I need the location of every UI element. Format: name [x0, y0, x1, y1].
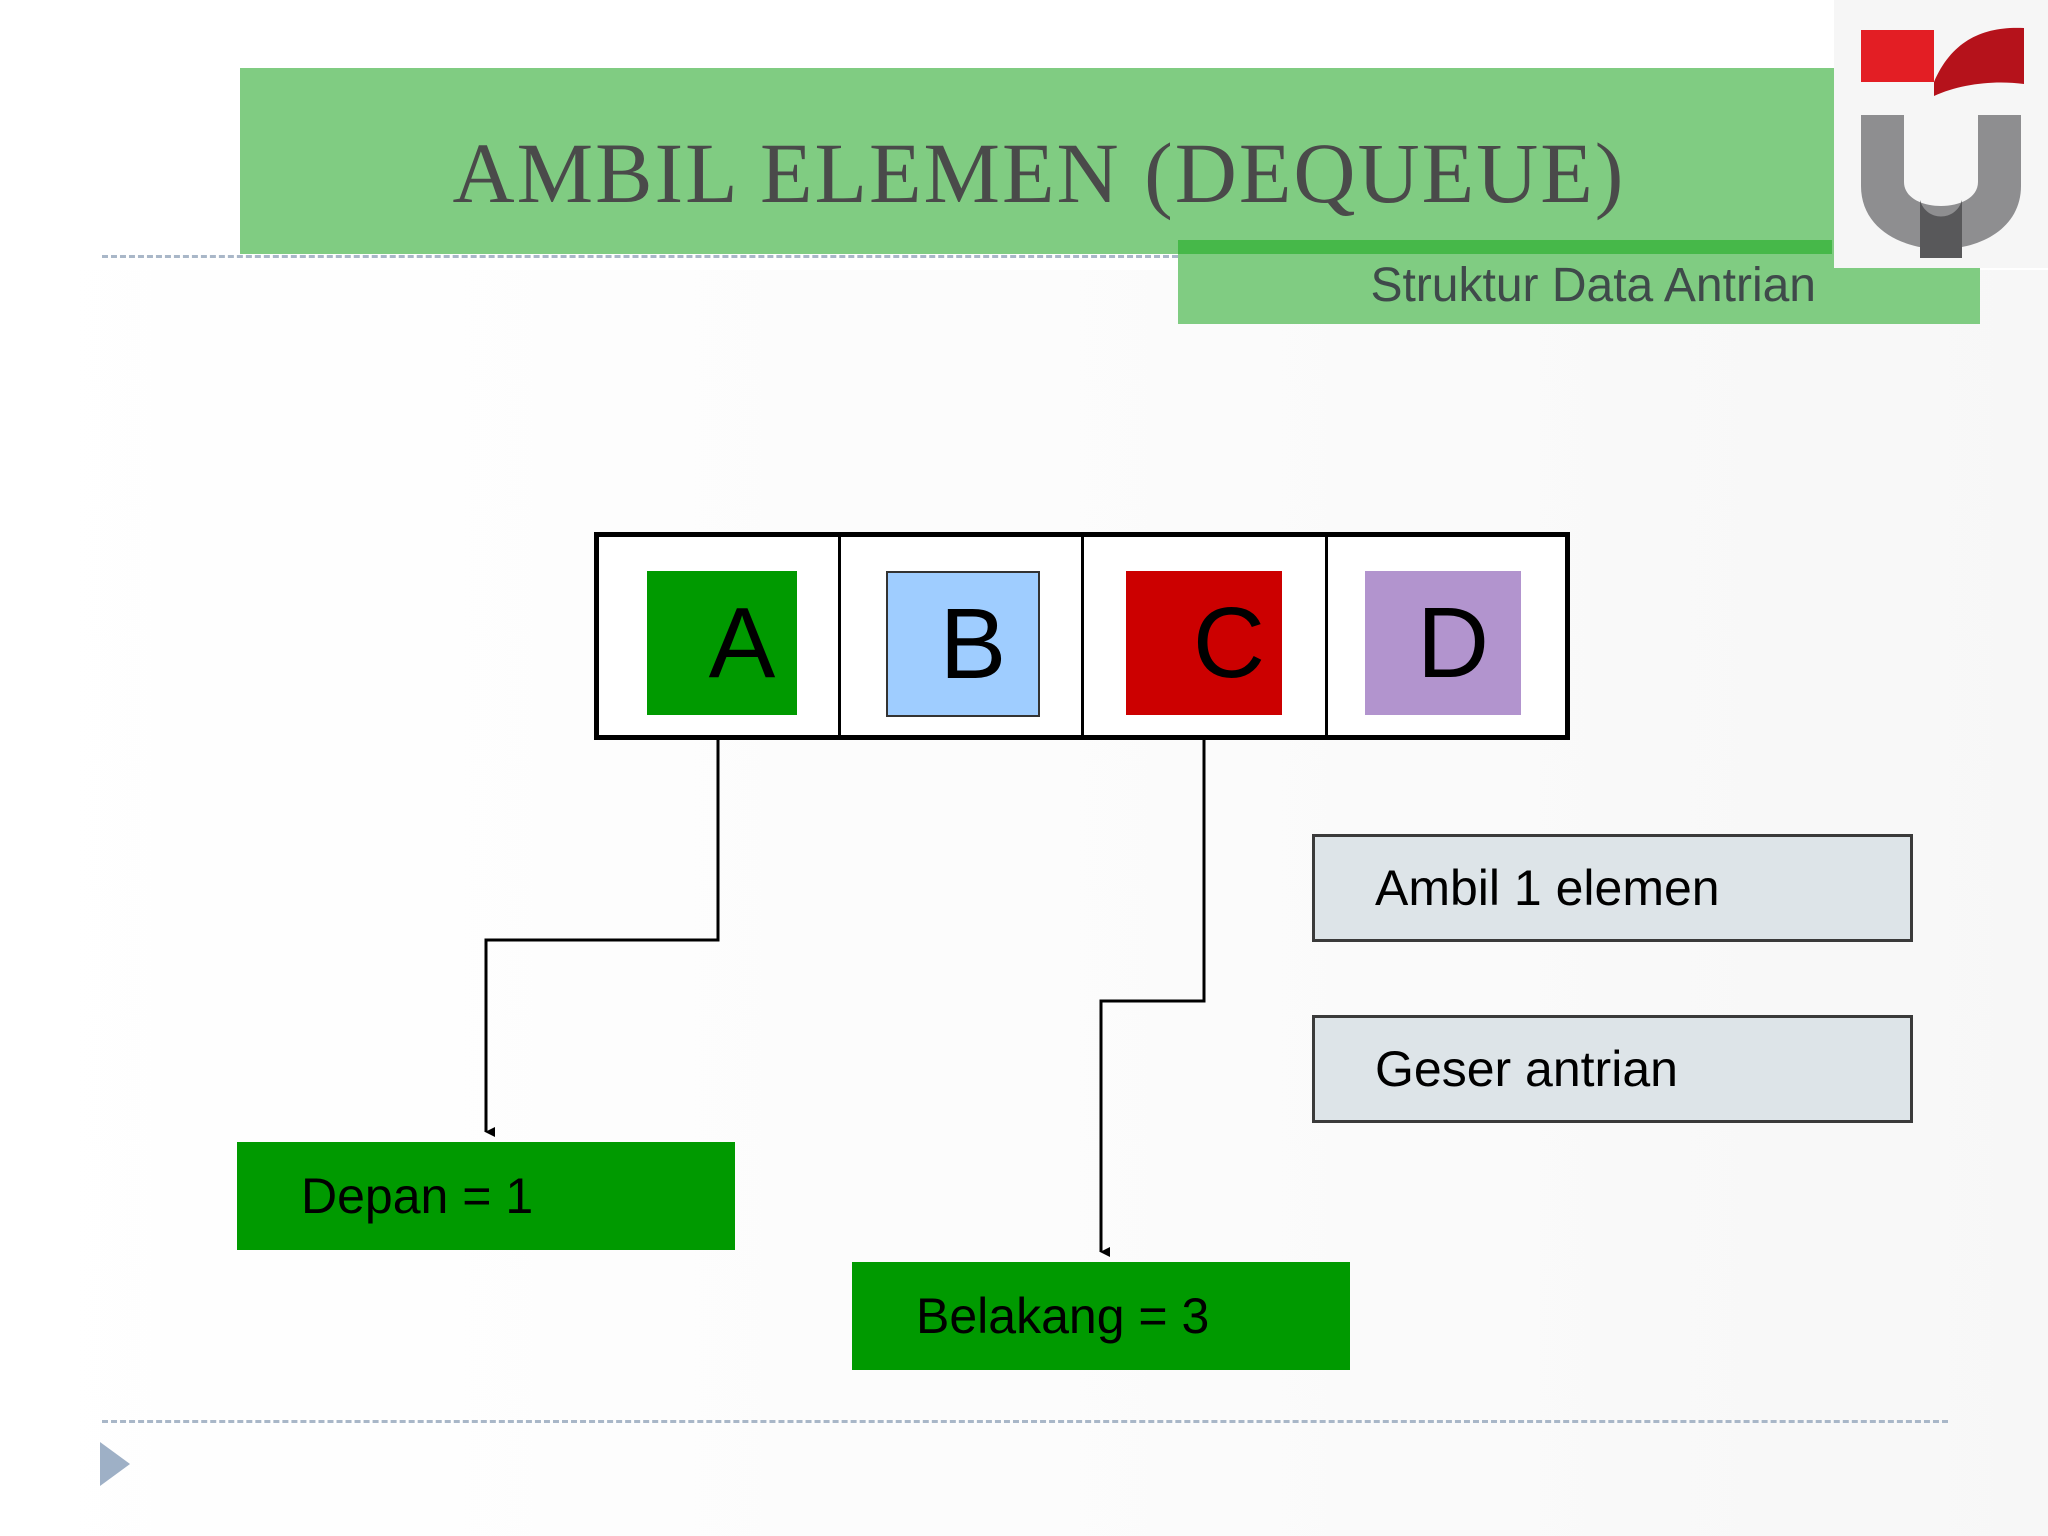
subtitle-accent-strip: [1178, 240, 1832, 254]
queue-array: A B C D: [594, 532, 1570, 740]
step-take-element: Ambil 1 elemen: [1312, 834, 1913, 942]
element-label: B: [939, 588, 1007, 700]
element-label: D: [1416, 587, 1490, 699]
step-label: Ambil 1 elemen: [1375, 860, 1720, 916]
footer-divider: [102, 1420, 1948, 1423]
step-label: Geser antrian: [1375, 1041, 1678, 1097]
title-band: [240, 68, 1838, 254]
cell-divider: [1325, 537, 1328, 735]
front-pointer-label: Depan = 1: [301, 1168, 534, 1224]
queue-element-b: B: [886, 571, 1040, 717]
queue-element-a: A: [647, 571, 797, 715]
front-pointer-box: Depan = 1: [237, 1142, 735, 1250]
element-label: C: [1192, 587, 1266, 699]
cell-divider: [1081, 537, 1084, 735]
slide-subtitle: Struktur Data Antrian: [1370, 258, 1816, 312]
rear-pointer-label: Belakang = 3: [916, 1288, 1210, 1344]
element-label: A: [708, 587, 776, 699]
queue-element-c: C: [1126, 571, 1282, 715]
slide-title: AMBIL ELEMEN (DEQUEUE): [452, 125, 1626, 221]
cell-divider: [838, 537, 841, 735]
queue-element-d: D: [1365, 571, 1521, 715]
header-divider: [102, 255, 1178, 258]
next-slide-triangle-icon[interactable]: [100, 1442, 130, 1491]
rear-pointer-box: Belakang = 3: [852, 1262, 1350, 1370]
university-logo-icon: [1834, 0, 2048, 268]
step-shift-queue: Geser antrian: [1312, 1015, 1913, 1123]
